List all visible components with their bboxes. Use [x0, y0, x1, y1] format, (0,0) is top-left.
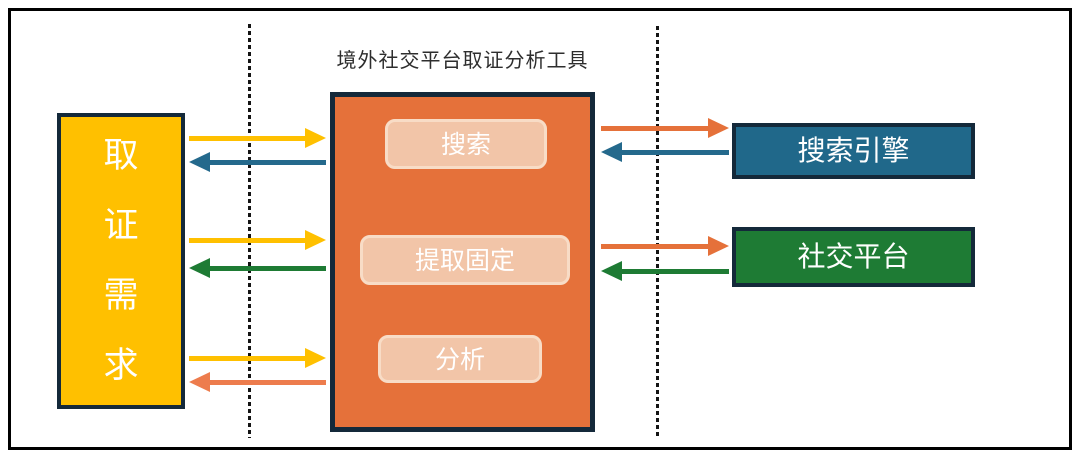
arrow-social-platform-to-tool: [601, 259, 729, 283]
arrow-search-engine-to-tool: [601, 140, 729, 164]
search-engine-box: 搜索引擎: [732, 123, 975, 179]
arrow-tail: [619, 149, 729, 155]
divider-right: [656, 26, 659, 438]
arrow-head-icon: [305, 230, 326, 250]
arrow-head-icon: [708, 236, 729, 256]
arrow-tool-to-search-engine: [601, 116, 729, 140]
social-platform-box: 社交平台: [732, 227, 975, 287]
arrow-head-icon: [189, 152, 210, 172]
arrow-tool-to-requirement-analyze: [189, 370, 326, 394]
module-extract-fix: 提取固定: [360, 235, 570, 285]
arrow-requirement-to-tool-analyze: [189, 346, 326, 370]
requirement-box-label: 取证需求: [103, 136, 139, 385]
module-search: 搜索: [385, 119, 547, 169]
arrow-head-icon: [601, 142, 622, 162]
arrow-tail: [207, 159, 326, 165]
requirement-box: 取证需求: [57, 113, 185, 409]
arrow-tail: [207, 379, 326, 385]
diagram-title: 境外社交平台取证分析工具: [336, 50, 589, 72]
arrow-head-icon: [708, 118, 729, 138]
tool-box: 搜索 提取固定 分析: [330, 92, 595, 432]
arrow-tool-to-requirement-search: [189, 150, 326, 174]
arrow-tool-to-requirement-extract: [189, 256, 326, 280]
arrow-head-icon: [305, 128, 326, 148]
arrow-head-icon: [189, 372, 210, 392]
arrow-head-icon: [189, 258, 210, 278]
arrow-tail: [189, 355, 308, 361]
arrow-head-icon: [305, 348, 326, 368]
arrow-requirement-to-tool-search: [189, 126, 326, 150]
arrow-tail: [601, 243, 711, 249]
arrow-tail: [189, 237, 308, 243]
divider-left: [248, 24, 251, 438]
arrow-requirement-to-tool-extract: [189, 228, 326, 252]
module-analyze: 分析: [378, 335, 542, 383]
arrow-tail: [619, 268, 729, 274]
arrow-tail: [207, 265, 326, 271]
arrow-head-icon: [601, 261, 622, 281]
arrow-tail: [601, 125, 711, 131]
arrow-tail: [189, 135, 308, 141]
arrow-tool-to-social-platform: [601, 234, 729, 258]
